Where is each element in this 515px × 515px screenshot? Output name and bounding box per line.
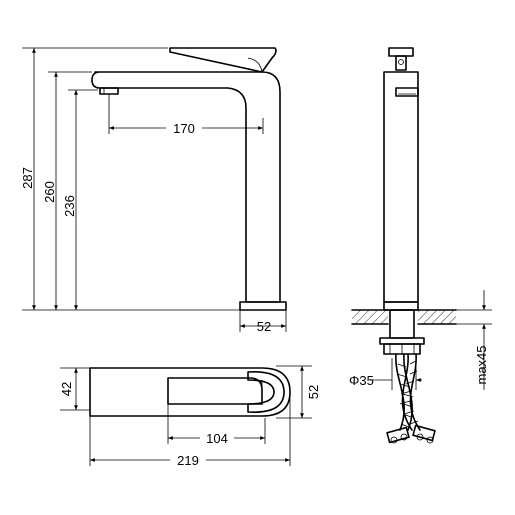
hose-braid-left xyxy=(396,363,414,428)
dim-mask-219 xyxy=(170,453,206,467)
front-base xyxy=(239,301,287,311)
top-spout-inner xyxy=(167,377,263,405)
front-view: 287 260 236 170 52 xyxy=(20,47,287,334)
dim-mask-104 xyxy=(200,431,234,445)
side-base xyxy=(383,301,419,311)
dim-label-phi35: Φ35 xyxy=(349,373,374,388)
dim-label-236: 236 xyxy=(62,195,77,217)
side-handle xyxy=(388,47,414,57)
fitting-dot-3 xyxy=(416,433,424,441)
side-aerator xyxy=(395,87,419,97)
dim-label-104: 104 xyxy=(206,431,228,446)
side-body xyxy=(383,71,419,303)
top-handle-lever xyxy=(247,371,285,413)
dim-label-219: 219 xyxy=(177,453,199,468)
hose-braid-right xyxy=(399,360,419,425)
dim-label-52-front: 52 xyxy=(257,319,271,334)
fitting-dot-2 xyxy=(400,433,408,441)
side-handle-screw xyxy=(398,59,404,65)
hose-fitting-right xyxy=(412,424,436,442)
hose-right-outer xyxy=(401,353,413,431)
mount-shank xyxy=(389,309,415,339)
hose-left-inner xyxy=(403,353,413,431)
dim-label-max45: max45 xyxy=(474,345,489,384)
front-body-outline xyxy=(91,71,281,303)
dim-label-42: 42 xyxy=(59,382,74,396)
top-body-outline xyxy=(89,367,291,417)
top-view: 42 52 104 219 xyxy=(59,365,321,468)
dim-mask-170 xyxy=(166,121,202,135)
braided-hoses xyxy=(386,353,436,444)
hose-left-outer xyxy=(395,353,405,431)
front-handle xyxy=(169,47,277,73)
hose-fitting-left xyxy=(386,426,410,444)
dim-label-260: 260 xyxy=(42,181,57,203)
front-handle-underside xyxy=(247,57,263,73)
countertop-left xyxy=(352,310,388,324)
fitting-dot-1 xyxy=(390,436,398,444)
dim-label-52-top: 52 xyxy=(306,385,321,399)
mount-washer xyxy=(379,337,425,345)
side-view: Φ35 max45 xyxy=(349,47,492,444)
front-aerator xyxy=(99,87,119,95)
dim-label-287: 287 xyxy=(20,167,35,189)
fitting-dot-4 xyxy=(426,436,434,444)
dim-label-170: 170 xyxy=(173,121,195,136)
side-handle-stem xyxy=(395,55,407,71)
countertop-right xyxy=(418,310,456,324)
